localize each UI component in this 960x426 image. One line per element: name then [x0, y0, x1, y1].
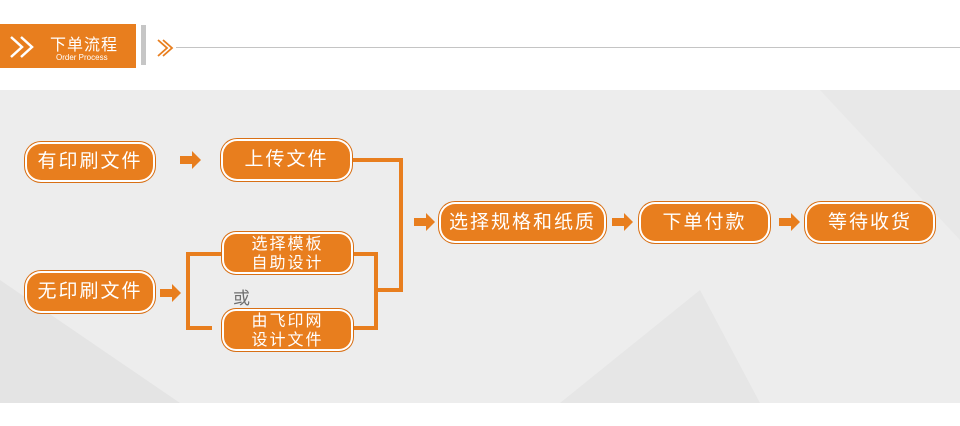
- node-label: 无印刷文件: [37, 280, 143, 303]
- order-process-diagram: 有印刷文件 上传文件 无印刷文件 选择模板 自助设计 或 由飞印网 设计文件 选…: [0, 90, 960, 403]
- or-label: 或: [233, 289, 250, 309]
- header-separator-bar: [141, 25, 146, 65]
- chevron-right-icon: [157, 39, 174, 57]
- arrow-icon: [414, 213, 435, 231]
- node-place-order-pay: 下单付款: [641, 204, 768, 241]
- section-header-block: 下单流程 Order Process: [0, 24, 136, 68]
- double-chevron-right-icon: [10, 36, 34, 58]
- node-upload-file: 上传文件: [223, 141, 350, 179]
- node-label: 选择规格和纸质: [448, 210, 596, 233]
- node-label-line2: 设计文件: [251, 330, 324, 349]
- flow-connectors: [160, 151, 800, 330]
- section-subtitle: Order Process: [56, 53, 108, 62]
- arrow-icon: [180, 151, 201, 169]
- node-select-spec: 选择规格和纸质: [441, 204, 604, 241]
- node-await-delivery: 等待收货: [807, 204, 933, 241]
- node-has-file: 有印刷文件: [27, 144, 153, 180]
- node-label: 下单付款: [662, 210, 747, 233]
- node-label: 上传文件: [244, 148, 329, 171]
- header-divider-line: [176, 47, 960, 48]
- node-label-line1: 选择模板: [251, 233, 324, 253]
- node-no-file: 无印刷文件: [27, 273, 153, 311]
- arrow-icon: [612, 213, 633, 231]
- node-label-line2: 自助设计: [251, 253, 324, 272]
- section-title: 下单流程: [50, 35, 119, 54]
- node-label: 等待收货: [827, 210, 912, 233]
- node-label: 有印刷文件: [37, 150, 143, 173]
- arrow-icon: [160, 284, 181, 302]
- node-template-design: 选择模板 自助设计: [224, 234, 351, 272]
- node-designed-by-feiyin: 由飞印网 设计文件: [224, 311, 351, 349]
- arrow-icon: [779, 213, 800, 231]
- node-label-line1: 由飞印网: [251, 310, 324, 330]
